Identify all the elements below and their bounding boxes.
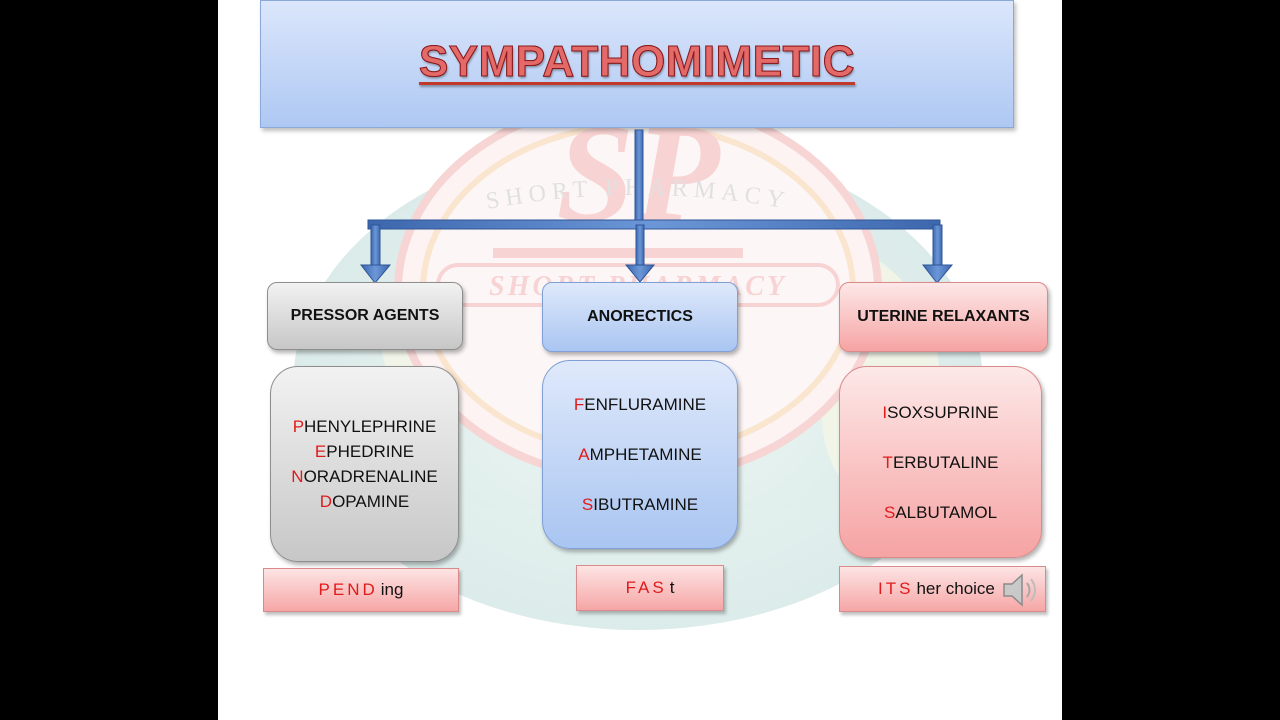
drug-item: TERBUTALINE — [882, 452, 999, 472]
drug-item: SIBUTRAMINE — [581, 495, 699, 514]
mnemonic-rest: ing — [380, 580, 404, 599]
category-heading-label: UTERINE RELAXANTS — [857, 308, 1030, 325]
category-heading-uterine-relaxants: UTERINE RELAXANTS — [839, 282, 1048, 352]
drug-list-uterine-relaxants: ISOXSUPRINE TERBUTALINE SALBUTAMOL — [839, 366, 1042, 558]
arrow-head-left — [359, 264, 392, 284]
slide: SP SHORT PHARMACY SHORT PHARMACY SYMPATH… — [218, 0, 1062, 720]
category-heading-label: PRESSOR AGENTS — [290, 307, 440, 324]
mnemonic-pressor-agents: PEND ing — [263, 568, 459, 612]
mnemonic-letters: FAS — [625, 578, 667, 597]
drug-list-anorectics: FENFLURAMINE AMPHETAMINE SIBUTRAMINE — [542, 360, 738, 549]
drug-item: SALBUTAMOL — [883, 502, 998, 522]
drug-item: EPHEDRINE — [314, 442, 415, 461]
drug-item: ISOXSUPRINE — [882, 402, 999, 422]
mnemonic-letters: PEND — [318, 580, 378, 599]
mnemonic-rest: t — [669, 578, 675, 597]
mnemonic-rest: her choice — [916, 579, 995, 598]
drug-item: PHENYLEPHRINE — [292, 417, 437, 436]
page-title: SYMPATHOMIMETIC — [418, 37, 856, 87]
category-heading-anorectics: ANORECTICS — [542, 282, 738, 352]
arrow-head-center — [624, 264, 656, 283]
mnemonic-anorectics: FAS t — [576, 565, 724, 611]
title-banner: SYMPATHOMIMETIC — [260, 0, 1014, 128]
category-heading-pressor-agents: PRESSOR AGENTS — [267, 282, 463, 350]
drug-item: NORADRENALINE — [291, 467, 438, 486]
connector-arrows — [359, 129, 954, 284]
drug-item: AMPHETAMINE — [578, 445, 702, 464]
drug-item: FENFLURAMINE — [573, 395, 707, 414]
drug-item: DOPAMINE — [319, 492, 410, 511]
category-heading-label: ANORECTICS — [587, 308, 693, 325]
speaker-icon[interactable] — [998, 568, 1042, 612]
drug-list-pressor-agents: PHENYLEPHRINE EPHEDRINE NORADRENALINE DO… — [270, 366, 459, 562]
mnemonic-letters: ITS — [878, 579, 914, 598]
arrow-head-right — [921, 264, 954, 284]
